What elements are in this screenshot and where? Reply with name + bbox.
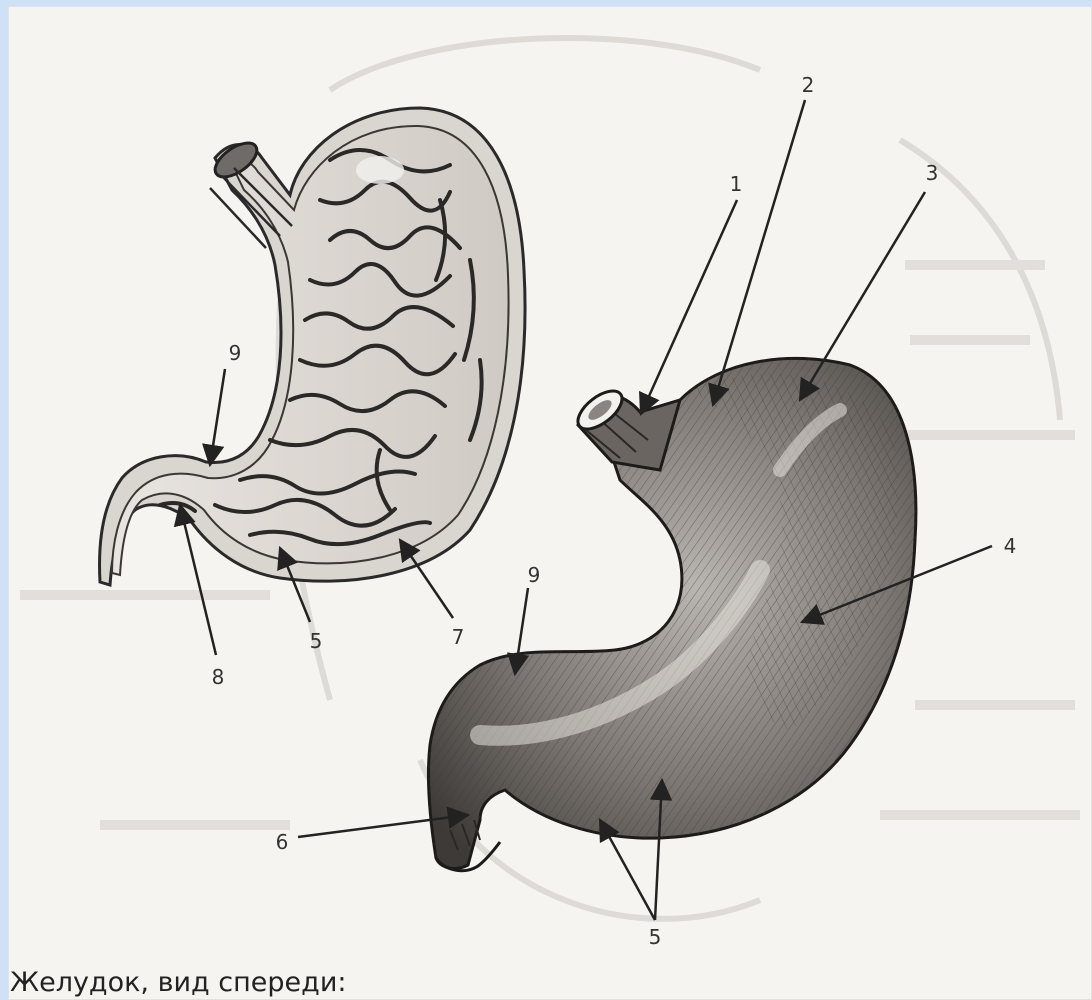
label-7: 7	[452, 625, 465, 649]
label-6: 6	[276, 830, 289, 854]
figure-panel: 1 2 3 4 5 6 9 9 8 5 7 Желудок, вид спере…	[8, 6, 1092, 1000]
label-5-left: 5	[310, 629, 323, 653]
stomach-illustration: 1 2 3 4 5 6 9 9 8 5 7	[8, 6, 1092, 1000]
label-9-left: 9	[229, 341, 242, 365]
label-8: 8	[212, 665, 225, 689]
stomach-cross-section	[100, 108, 526, 585]
label-9-right: 9	[528, 563, 541, 587]
arrow-3	[800, 192, 925, 400]
label-2: 2	[802, 73, 815, 97]
label-1: 1	[730, 172, 743, 196]
arrow-9-left	[210, 369, 225, 465]
label-3: 3	[926, 161, 939, 185]
label-4: 4	[1004, 534, 1017, 558]
label-5-right: 5	[649, 925, 662, 949]
figure-caption: Желудок, вид спереди:	[10, 967, 352, 998]
